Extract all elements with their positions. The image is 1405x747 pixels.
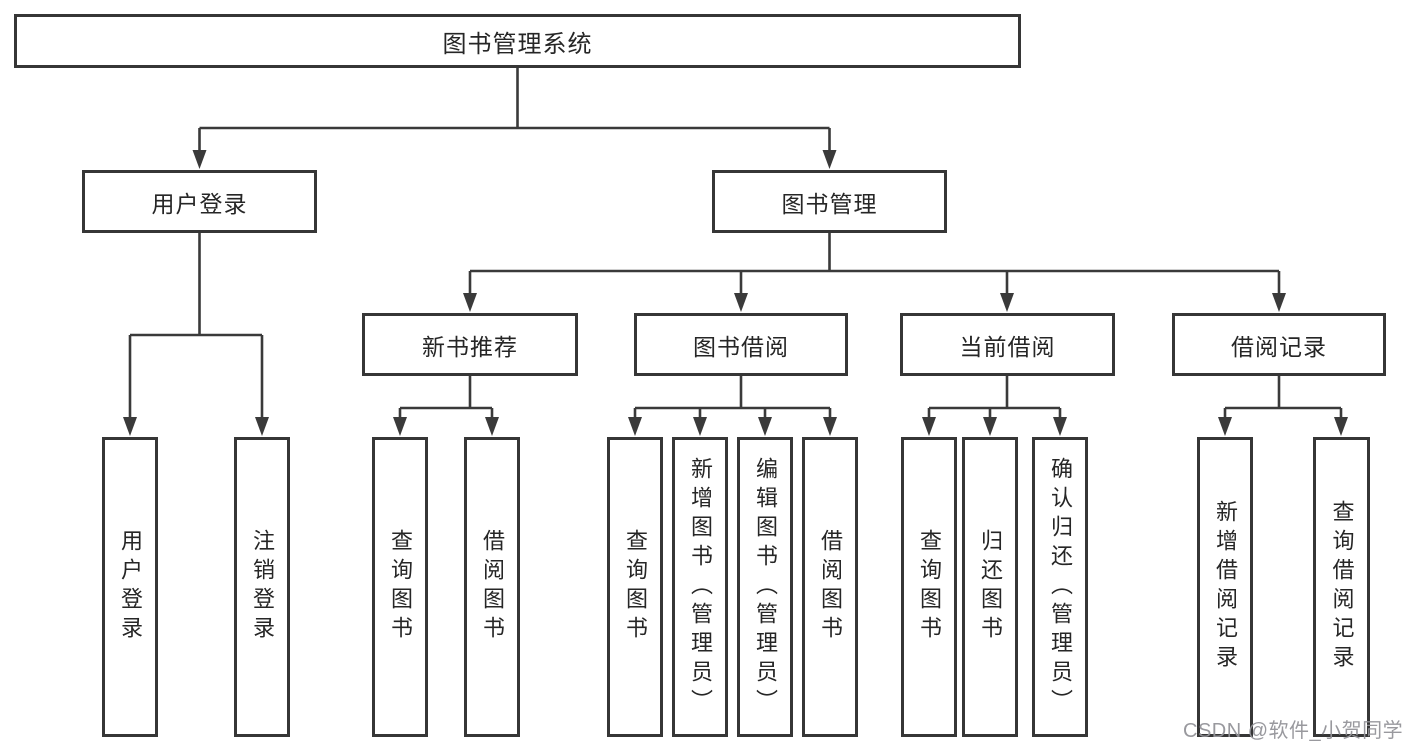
leaf-user-login: 用户登录 — [102, 437, 158, 737]
node-label: 编辑图书（管理员） — [753, 456, 778, 718]
leaf-borrow-books-recommend: 借阅图书 — [464, 437, 520, 737]
node-label: 查询图书 — [917, 529, 942, 645]
node-label: 借阅图书 — [480, 529, 505, 645]
node-label: 新书推荐 — [422, 333, 518, 360]
node-label: 查询图书 — [388, 529, 413, 645]
node-label: 借阅图书 — [818, 529, 843, 645]
node-system-root: 图书管理系统 — [14, 14, 1021, 68]
leaf-query-books-recommend: 查询图书 — [372, 437, 428, 737]
node-book-management-branch: 图书管理 — [712, 170, 947, 233]
node-label: 确认归还（管理员） — [1048, 456, 1073, 718]
node-label: 当前借阅 — [959, 333, 1056, 360]
node-label: 查询借阅记录 — [1329, 500, 1355, 674]
leaf-edit-books-admin: 编辑图书（管理员） — [737, 437, 793, 737]
node-label: 用户登录 — [151, 190, 248, 217]
leaf-confirm-return-admin: 确认归还（管理员） — [1032, 437, 1088, 737]
node-label: 注销登录 — [250, 529, 275, 645]
node-label: 图书借阅 — [693, 333, 789, 360]
leaf-logout: 注销登录 — [234, 437, 290, 737]
node-label: 用户登录 — [118, 529, 143, 645]
node-label: 新增借阅记录 — [1213, 500, 1238, 674]
node-user-login-branch: 用户登录 — [82, 170, 317, 233]
node-book-borrow: 图书借阅 — [634, 313, 848, 376]
node-label: 新增图书（管理员） — [688, 456, 713, 718]
leaf-query-borrow-record: 查询借阅记录 — [1313, 437, 1370, 737]
csdn-watermark: CSDN @软件_小贺同学 — [1183, 720, 1404, 742]
node-label: 查询图书 — [623, 529, 648, 645]
node-label: 归还图书 — [978, 529, 1003, 645]
leaf-add-books-admin: 新增图书（管理员） — [672, 437, 728, 737]
leaf-return-books: 归还图书 — [962, 437, 1018, 737]
node-label: 图书管理 — [781, 190, 878, 217]
node-borrow-records: 借阅记录 — [1172, 313, 1386, 376]
node-label: 借阅记录 — [1231, 333, 1327, 360]
leaf-borrow-books: 借阅图书 — [802, 437, 858, 737]
leaf-add-borrow-record: 新增借阅记录 — [1197, 437, 1253, 737]
leaf-query-books-borrow: 查询图书 — [607, 437, 663, 737]
node-current-borrow: 当前借阅 — [900, 313, 1115, 376]
node-new-book-recommend: 新书推荐 — [362, 313, 578, 376]
leaf-query-books-current: 查询图书 — [901, 437, 957, 737]
node-label: 图书管理系统 — [442, 30, 593, 58]
